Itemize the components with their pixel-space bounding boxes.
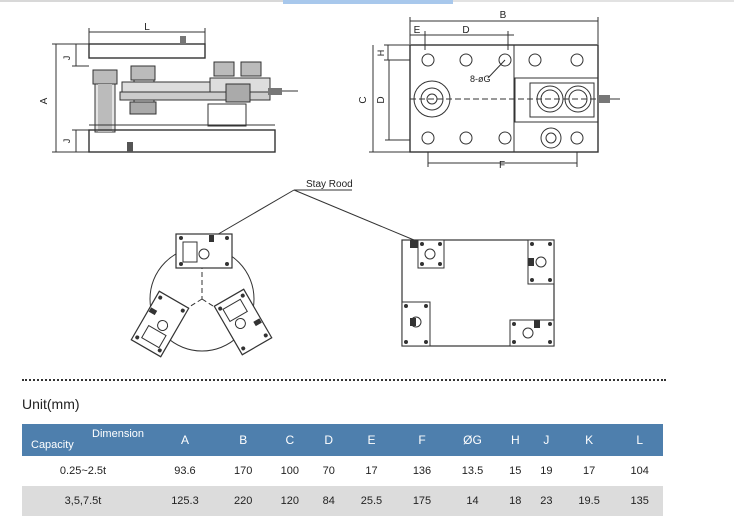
- table-row: 0.25~2.5t 93.6 170 100 70 17 136 13.5 15…: [22, 456, 663, 486]
- technical-drawing: L A J J: [39, 10, 620, 358]
- label-D-top: D: [462, 25, 469, 36]
- value-cell: 70: [322, 465, 335, 477]
- value-cell: 104: [630, 465, 649, 477]
- capacity-cell: 3,5,7.5t: [22, 486, 150, 516]
- value-cell: 17: [583, 465, 596, 477]
- value-cell: 170: [234, 465, 253, 477]
- stay-rod-callout: Stay Rood: [207, 179, 415, 241]
- col-header-C: C: [266, 424, 314, 456]
- col-header-K: K: [561, 424, 617, 456]
- value-cell: 100: [280, 465, 300, 477]
- value-cell: 14: [445, 486, 500, 516]
- value-cell: 19.5: [561, 486, 617, 516]
- label-B: B: [500, 10, 507, 21]
- label-C: C: [358, 96, 369, 103]
- value-cell: 135: [616, 486, 663, 516]
- label-E: E: [414, 25, 421, 36]
- label-J-top: J: [62, 56, 72, 61]
- value-cell: 136: [412, 465, 432, 477]
- value-cell: 93.6: [174, 465, 196, 477]
- col-header-G: ØG: [445, 424, 500, 456]
- value-cell: 13.5: [461, 465, 484, 477]
- value-cell: 84: [313, 486, 345, 516]
- top-view: B E D H C D: [358, 10, 620, 171]
- label-L: L: [144, 22, 150, 33]
- top-browser-strip: [0, 0, 734, 6]
- value-cell: 120: [266, 486, 314, 516]
- rectangular-layout: [401, 239, 555, 347]
- col-header-B: B: [219, 424, 267, 456]
- value-cell: 175: [398, 486, 446, 516]
- table-row: 3,5,7.5t 125.3 220 120 84 25.5 175 14 18…: [22, 486, 663, 516]
- col-header-A: A: [150, 424, 220, 456]
- value-cell: 15: [509, 465, 522, 477]
- col-header-E: E: [344, 424, 399, 456]
- col-header-L: L: [616, 424, 663, 456]
- table-corner-cell: Dimension Capacity: [22, 424, 150, 456]
- label-A: A: [39, 97, 50, 104]
- dimension-table: Dimension Capacity A B C D E F ØG H J K …: [22, 424, 663, 516]
- value-cell: 125.3: [150, 486, 220, 516]
- corner-dimension-label: Dimension: [92, 428, 144, 440]
- capacity-cell: 0.25~2.5t: [59, 465, 107, 477]
- value-cell: 23: [530, 486, 562, 516]
- col-header-H: H: [499, 424, 531, 456]
- unit-label: Unit(mm): [22, 396, 80, 412]
- label-G: 8-øG: [470, 74, 491, 84]
- label-D-side: D: [376, 96, 387, 103]
- label-F: F: [499, 160, 505, 171]
- corner-capacity-label: Capacity: [31, 439, 74, 451]
- value-cell: 220: [219, 486, 267, 516]
- label-J-bottom: J: [62, 139, 72, 144]
- col-header-J: J: [530, 424, 562, 456]
- value-cell: 18: [499, 486, 531, 516]
- col-header-F: F: [398, 424, 446, 456]
- value-cell: 17: [365, 465, 378, 477]
- table-header-row: Dimension Capacity A B C D E F ØG H J K …: [22, 424, 663, 456]
- value-cell: 25.5: [344, 486, 399, 516]
- label-H: H: [376, 50, 386, 57]
- side-view: L A J J: [39, 22, 298, 153]
- circular-layout: [130, 233, 273, 358]
- dotted-separator: [22, 379, 666, 381]
- value-cell: 19: [540, 465, 553, 477]
- col-header-D: D: [313, 424, 345, 456]
- stay-rod-label: Stay Rood: [306, 179, 353, 190]
